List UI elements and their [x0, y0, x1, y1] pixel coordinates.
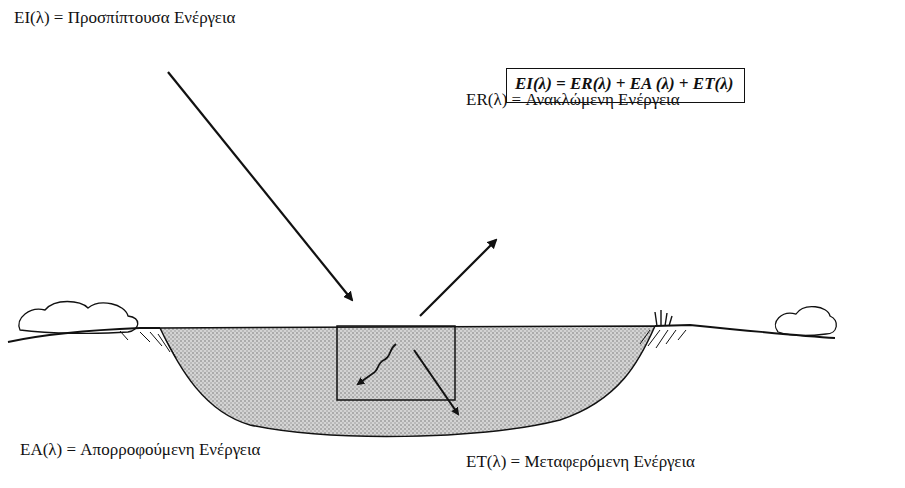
reflected-arrow: [420, 240, 496, 316]
grass-tuft: [655, 310, 672, 326]
bush: [19, 302, 138, 334]
energy-label: ER(λ) = Ανακλώμενη Ενέργεια: [466, 90, 680, 110]
bush: [775, 307, 836, 336]
incident-arrow: [168, 72, 352, 300]
bank-hatching: [120, 330, 686, 358]
energy-label: EA(λ) = Απορροφούμενη Ενέργεια: [20, 440, 320, 460]
inset-box: [337, 326, 455, 400]
ground-line: [8, 325, 835, 342]
transmitted-arrow: [414, 350, 458, 414]
energy-label: ET(λ) = Μεταφερόμενη Ενέργεια: [466, 452, 695, 472]
absorbed-arrow: [358, 344, 396, 384]
energy-label: EI(λ) = Προσπίπτουσα Ενέργεια: [14, 8, 235, 28]
water-body: [160, 326, 655, 436]
